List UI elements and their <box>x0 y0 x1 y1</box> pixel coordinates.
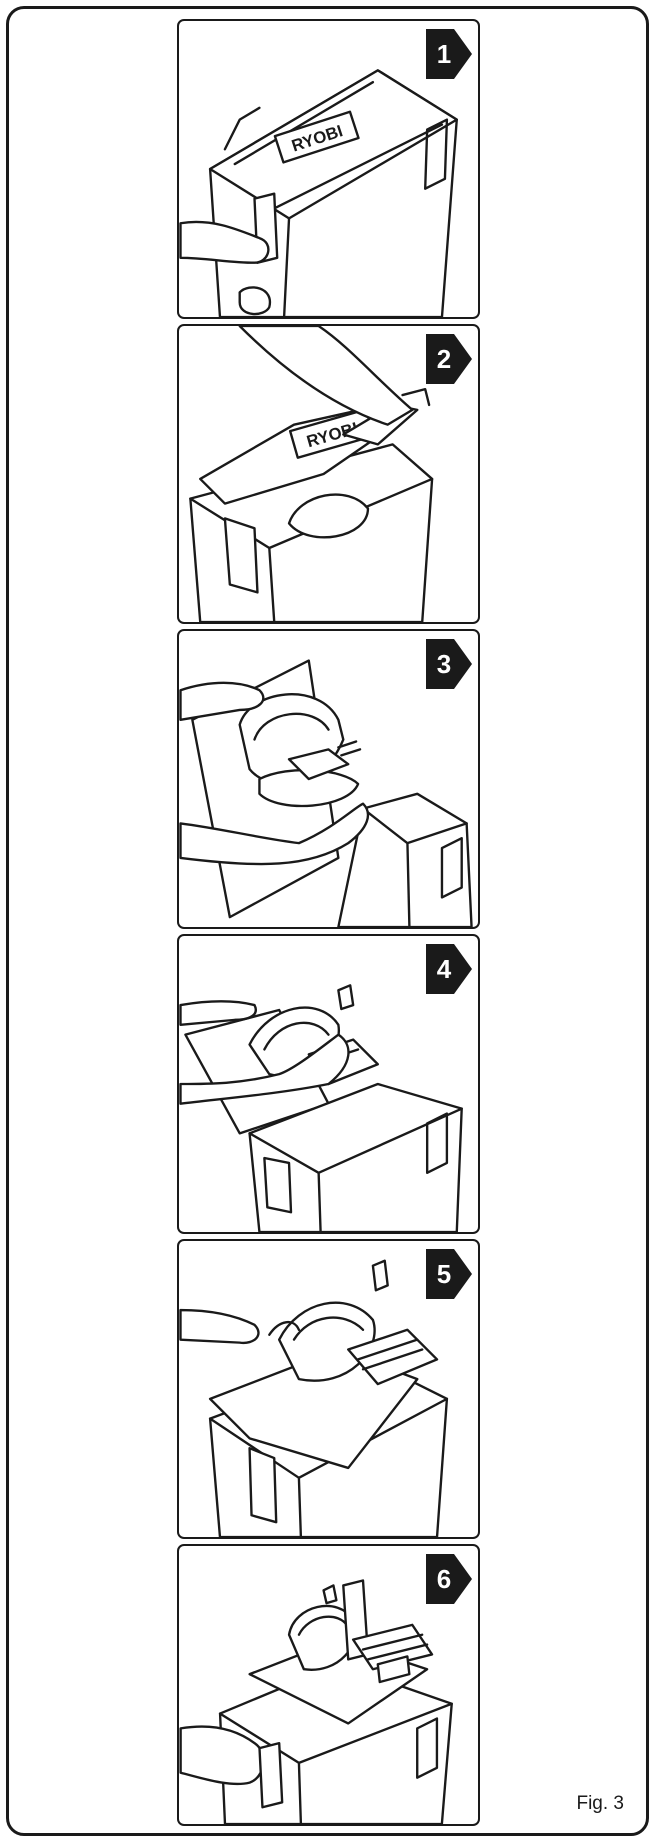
step-5-number: 5 <box>426 1258 462 1290</box>
figure-frame: RYOBI 1 RYOBI <box>6 6 649 1836</box>
figure-caption: Fig. 3 <box>576 1793 624 1815</box>
step-3-panel: 3 <box>177 629 480 929</box>
step-1-badge: 1 <box>426 29 472 79</box>
step-2-panel: RYOBI 2 <box>177 324 480 624</box>
step-5-badge: 5 <box>426 1249 472 1299</box>
step-6-panel: 6 <box>177 1544 480 1826</box>
step-6-number: 6 <box>426 1563 462 1595</box>
step-3-badge: 3 <box>426 639 472 689</box>
step-2-number: 2 <box>426 343 462 375</box>
step-5-panel: 5 <box>177 1239 480 1539</box>
step-4-number: 4 <box>426 953 462 985</box>
step-1-number: 1 <box>426 38 462 70</box>
step-1-panel: RYOBI 1 <box>177 19 480 319</box>
step-2-badge: 2 <box>426 334 472 384</box>
step-4-panel: 4 <box>177 934 480 1234</box>
step-3-number: 3 <box>426 648 462 680</box>
step-4-badge: 4 <box>426 944 472 994</box>
step-6-badge: 6 <box>426 1554 472 1604</box>
